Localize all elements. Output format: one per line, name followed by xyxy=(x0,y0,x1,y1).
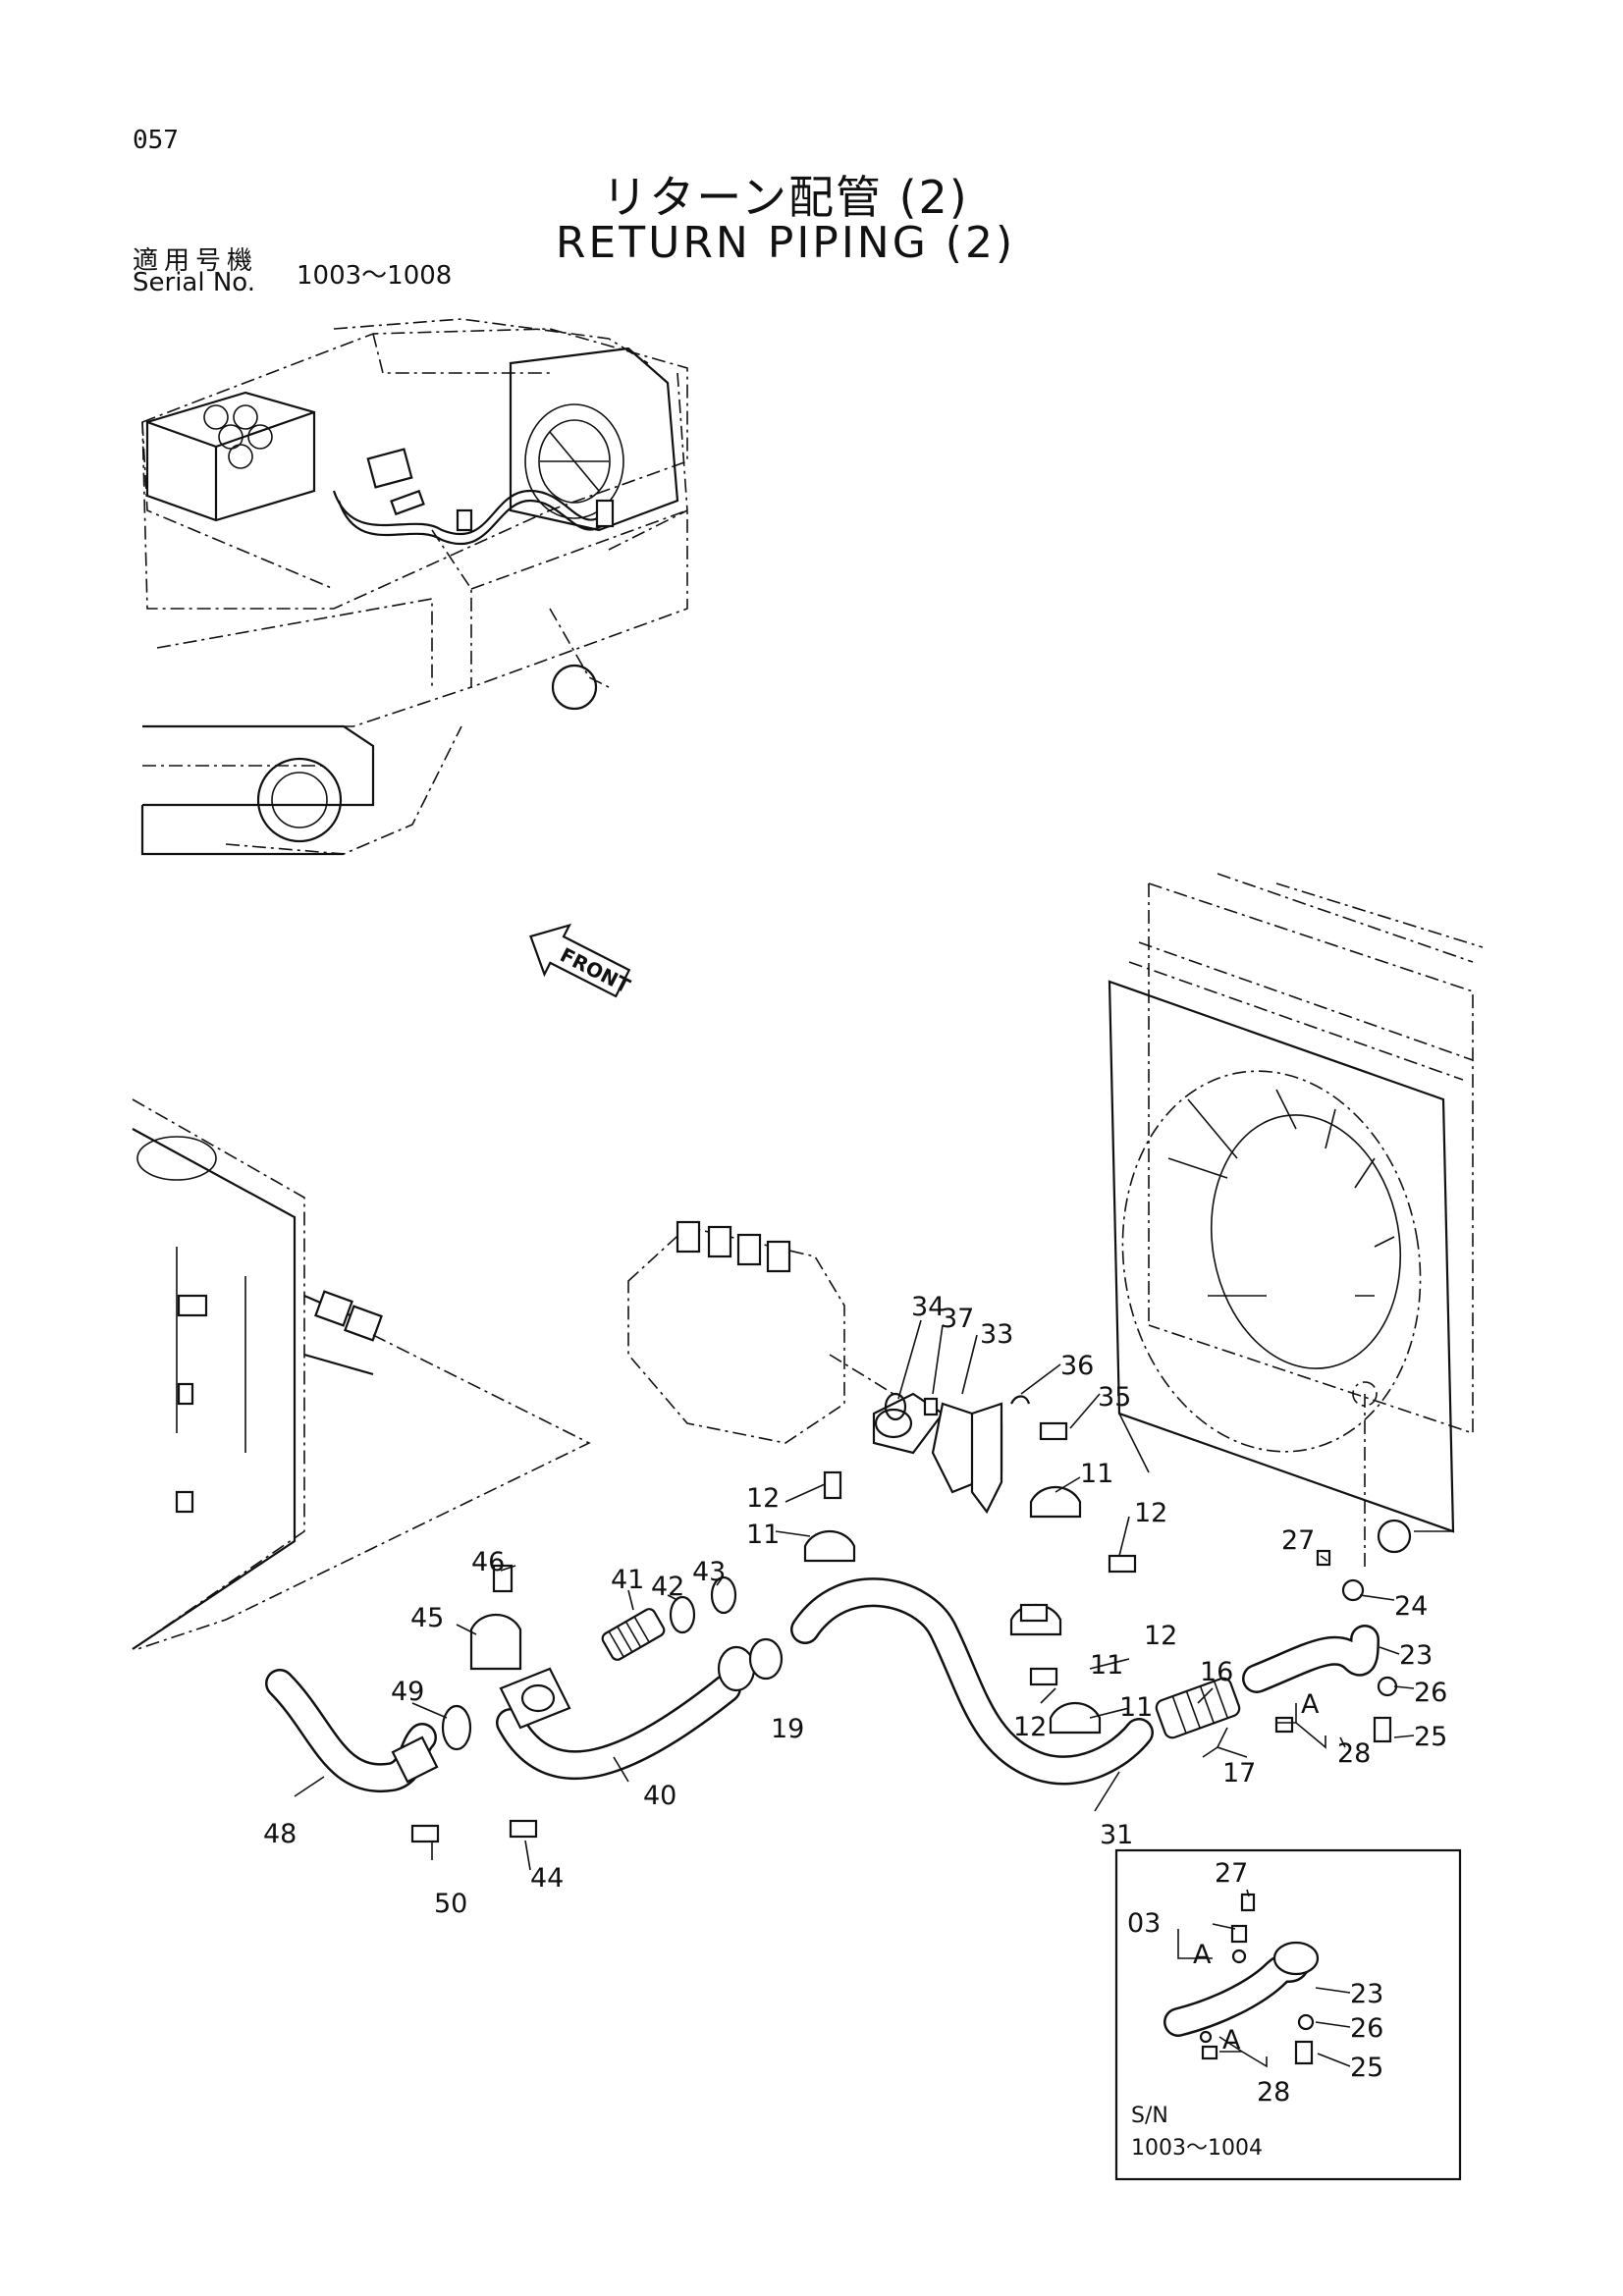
callout-12-d: 12 xyxy=(1013,1712,1047,1742)
callout-41: 41 xyxy=(611,1565,644,1595)
callout-12-a: 12 xyxy=(746,1483,780,1514)
page-number: 057 xyxy=(133,126,179,155)
inset-callout-A-1: A xyxy=(1193,1940,1212,1970)
callout-35: 35 xyxy=(1098,1382,1131,1413)
callout-11-c: 11 xyxy=(1090,1650,1123,1681)
callout-49: 49 xyxy=(391,1677,424,1707)
callout-A: A xyxy=(1301,1689,1320,1720)
inset-callout-26: 26 xyxy=(1350,2013,1383,2044)
inset-callout-A-2: A xyxy=(1222,2025,1241,2056)
hydraulic-tank xyxy=(132,1098,591,1650)
callout-11-b: 11 xyxy=(1080,1459,1113,1489)
callout-36: 36 xyxy=(1060,1351,1094,1381)
page-title-english: RETURN PIPING (2) xyxy=(555,218,1016,268)
callout-26: 26 xyxy=(1414,1678,1447,1708)
callout-31: 31 xyxy=(1100,1820,1133,1850)
callout-28: 28 xyxy=(1337,1738,1371,1769)
callout-24: 24 xyxy=(1394,1591,1428,1622)
callout-48: 48 xyxy=(263,1819,297,1849)
callout-42: 42 xyxy=(651,1572,684,1602)
callout-25: 25 xyxy=(1414,1722,1447,1752)
serial-variant-inset: 27 03 A 23 26 A 25 28 S/N 1003～1004 xyxy=(1114,1848,1462,2181)
callout-44: 44 xyxy=(530,1863,564,1894)
callout-45: 45 xyxy=(410,1603,444,1633)
inset-callout-27: 27 xyxy=(1215,1858,1248,1889)
control-valve xyxy=(627,1220,894,1444)
callout-12-c: 12 xyxy=(1144,1621,1177,1651)
callout-43: 43 xyxy=(692,1557,726,1587)
callout-50: 50 xyxy=(434,1889,467,1919)
callout-11-a: 11 xyxy=(746,1520,780,1550)
inset-callout-23: 23 xyxy=(1350,1979,1383,2009)
machine-overview-illustration xyxy=(140,318,688,856)
radiator-assembly xyxy=(1108,873,1484,1571)
callout-17: 17 xyxy=(1222,1758,1256,1789)
page-title-japanese: リターン配管 (2) xyxy=(602,171,969,224)
inset-callout-25: 25 xyxy=(1350,2053,1383,2083)
inset-sn-label: S/N xyxy=(1131,2104,1168,2128)
callout-34: 34 xyxy=(911,1292,945,1322)
serial-label-japanese: 適用号機 xyxy=(133,246,259,276)
callout-40: 40 xyxy=(643,1781,676,1811)
return-piping xyxy=(265,1319,1415,1871)
callout-33: 33 xyxy=(980,1319,1013,1350)
inset-callout-03: 03 xyxy=(1127,1908,1161,1939)
callout-27: 27 xyxy=(1281,1525,1315,1556)
front-direction-arrow: FRONT xyxy=(529,923,634,998)
callout-16: 16 xyxy=(1200,1657,1233,1687)
callout-12-b: 12 xyxy=(1134,1498,1167,1528)
inset-sn-range: 1003～1004 xyxy=(1131,2136,1263,2161)
callout-37: 37 xyxy=(941,1304,974,1334)
callout-46: 46 xyxy=(471,1547,505,1577)
callout-labels: 34 37 33 36 35 12 11 11 12 43 42 41 46 4… xyxy=(263,1292,1447,1919)
callout-19: 19 xyxy=(771,1714,804,1744)
callout-11-d: 11 xyxy=(1119,1692,1153,1723)
callout-23: 23 xyxy=(1399,1640,1433,1671)
serial-label-english: Serial No. xyxy=(133,268,255,297)
serial-range: 1003～1008 xyxy=(297,261,453,291)
inset-callout-28: 28 xyxy=(1257,2077,1290,2108)
